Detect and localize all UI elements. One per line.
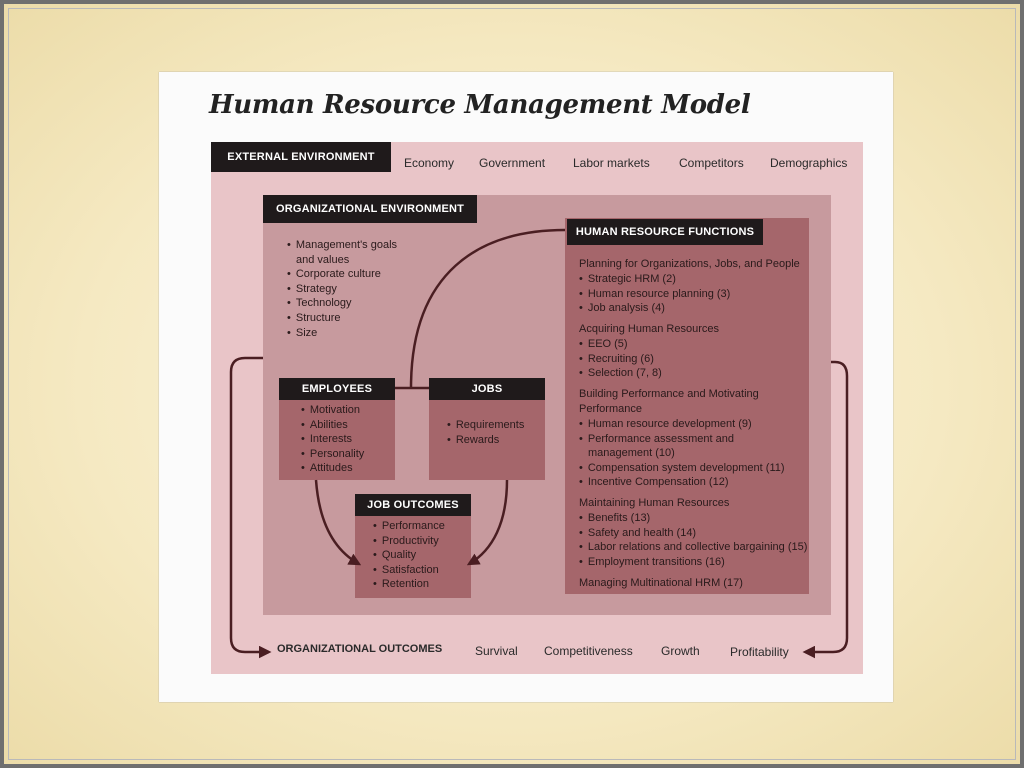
- hr-building-list: Human resource development (9) Performan…: [579, 417, 785, 490]
- outcome-item-growth: Growth: [661, 644, 700, 658]
- hr-maintaining-list: Benefits (13) Safety and health (14) Lab…: [579, 511, 808, 570]
- hr-acquiring-item: EEO (5): [579, 337, 662, 352]
- org-item: Structure: [287, 311, 397, 326]
- org-item: Management's goals: [287, 238, 397, 253]
- external-item-labor-markets: Labor markets: [573, 156, 650, 170]
- employees-item: Attitudes: [301, 461, 364, 476]
- hr-acquiring-item: Selection (7, 8): [579, 366, 662, 381]
- hr-maintaining-item: Benefits (13): [579, 511, 807, 526]
- job-outcomes-item: Satisfaction: [373, 563, 445, 578]
- org-item: and values: [296, 253, 350, 266]
- arrow-employees-to-outcomes: [314, 479, 362, 566]
- job-outcomes-item: Performance: [373, 519, 445, 534]
- connector-arrows: [229, 228, 849, 659]
- hr-building-item: Performance assessment and: [579, 432, 785, 447]
- hr-multinational: Managing Multinational HRM (17): [579, 577, 743, 589]
- external-item-demographics: Demographics: [770, 156, 848, 170]
- job-outcomes-list: Performance Productivity Quality Satisfa…: [373, 519, 445, 592]
- arrow-left-loop: [229, 356, 272, 659]
- hr-acquiring-item: Recruiting (6): [579, 352, 662, 367]
- org-item: Technology: [287, 296, 397, 311]
- hr-maintaining-title: Maintaining Human Resources: [579, 497, 730, 509]
- hr-planning-list: Strategic HRM (2) Human resource plannin…: [579, 272, 730, 316]
- outcome-item-competitiveness: Competitiveness: [544, 644, 633, 658]
- employees-item: Abilities: [301, 418, 364, 433]
- job-outcomes-item: Retention: [373, 577, 445, 592]
- external-environment-label: EXTERNAL ENVIRONMENT: [211, 142, 391, 172]
- employees-item: Motivation: [301, 403, 364, 418]
- employees-label: EMPLOYEES: [279, 378, 395, 400]
- jobs-label: JOBS: [429, 378, 545, 400]
- org-item: Size: [287, 326, 397, 341]
- page-title: Human Resource Management Model: [209, 90, 751, 120]
- hr-maintaining-item: Employment transitions (16): [579, 555, 807, 570]
- org-item: Strategy: [287, 282, 397, 297]
- hr-maintaining-item: Safety and health (14): [579, 526, 807, 541]
- job-outcomes-label: JOB OUTCOMES: [355, 494, 471, 516]
- outcome-item-profitability: Profitability: [730, 645, 789, 659]
- hr-building-item: management (10): [588, 447, 675, 460]
- employees-item: Interests: [301, 432, 364, 447]
- hr-building-item: Incentive Compensation (12): [579, 475, 785, 490]
- hr-planning-item: Job analysis (4): [579, 301, 730, 316]
- external-item-competitors: Competitors: [679, 156, 744, 170]
- hr-building-item: Human resource development (9): [579, 417, 785, 432]
- hr-planning-title: Planning for Organizations, Jobs, and Pe…: [579, 258, 800, 270]
- organizational-environment-list: Management's goals and values Corporate …: [287, 238, 397, 340]
- employees-list: Motivation Abilities Interests Personali…: [301, 403, 364, 476]
- jobs-list: Requirements Rewards: [447, 418, 524, 447]
- organizational-outcomes-label: ORGANIZATIONAL OUTCOMES: [277, 643, 443, 655]
- employees-item: Personality: [301, 447, 364, 462]
- hr-building-title: Building Performance and Motivating: [579, 388, 759, 400]
- external-item-government: Government: [479, 156, 546, 170]
- outcome-item-survival: Survival: [475, 644, 518, 658]
- hr-functions-label: HUMAN RESOURCE FUNCTIONS: [567, 219, 763, 245]
- arrow-jobs-to-outcomes: [466, 479, 509, 566]
- hr-acquiring-title: Acquiring Human Resources: [579, 323, 720, 335]
- hr-planning-item: Strategic HRM (2): [579, 272, 730, 287]
- hr-maintaining-item: Labor relations and collective bargainin…: [579, 540, 808, 555]
- hr-building-item: Compensation system development (11): [579, 461, 785, 476]
- arrow-right-loop: [802, 360, 849, 659]
- jobs-item: Rewards: [447, 433, 524, 448]
- hr-acquiring-list: EEO (5) Recruiting (6) Selection (7, 8): [579, 337, 662, 381]
- job-outcomes-item: Productivity: [373, 534, 445, 549]
- arc-to-hr-functions: [409, 228, 566, 389]
- organizational-environment-label: ORGANIZATIONAL ENVIRONMENT: [263, 195, 477, 223]
- figure-page: Human Resource Management Model EXTERNAL…: [159, 72, 893, 702]
- org-item: Corporate culture: [287, 267, 397, 282]
- hr-building-title-cont: Performance: [579, 403, 642, 415]
- external-item-economy: Economy: [404, 156, 455, 170]
- hr-planning-item: Human resource planning (3): [579, 287, 730, 302]
- jobs-item: Requirements: [447, 418, 524, 433]
- job-outcomes-item: Quality: [373, 548, 445, 563]
